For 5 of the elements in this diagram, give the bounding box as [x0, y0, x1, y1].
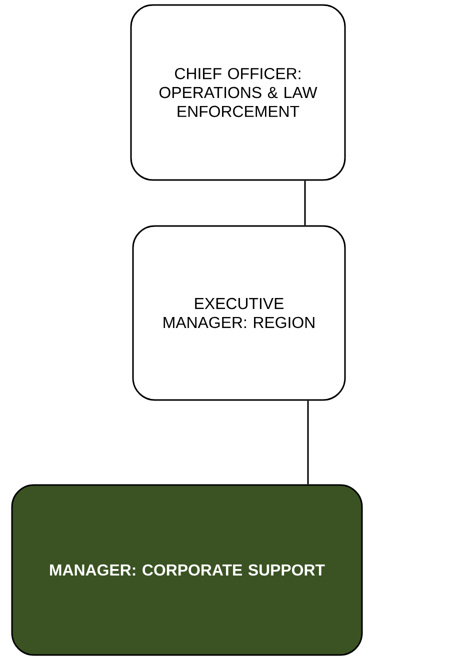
connector-line — [304, 180, 306, 226]
org-box: CHIEF OFFICER: OPERATIONS & LAW ENFORCEMENT — [130, 4, 346, 181]
org-box: EXECUTIVE MANAGER: REGION — [132, 225, 346, 401]
connector-line — [307, 400, 309, 484]
org-box: MANAGER: CORPORATE SUPPORT — [11, 484, 363, 656]
